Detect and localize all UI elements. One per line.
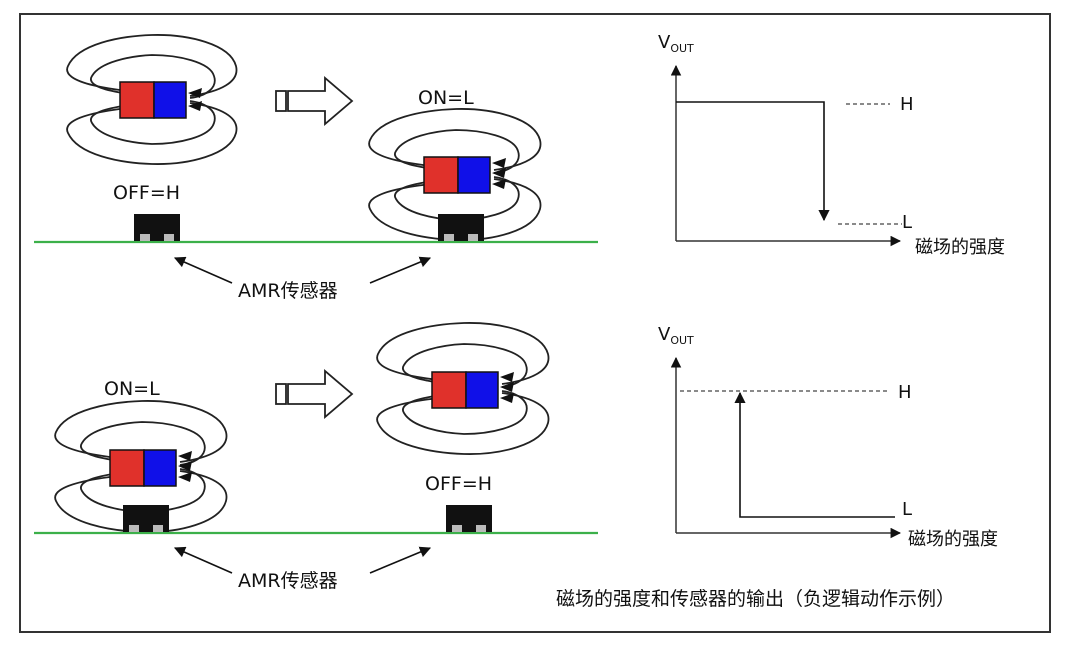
magnet-south-pole — [143, 449, 177, 487]
off-state-label: OFF=H — [425, 473, 492, 495]
amr-sensor-chip — [446, 505, 492, 532]
x-axis-label: 磁场的强度 — [915, 237, 1005, 258]
magnet-field-lines — [376, 322, 550, 455]
output-graph-bottom: VOUT H L 磁场的强度 — [658, 324, 998, 550]
magnet-north-pole — [109, 449, 145, 487]
low-level-label: L — [902, 499, 912, 520]
off-state-label: OFF=H — [113, 182, 180, 204]
output-trace — [676, 101, 830, 222]
high-level-label: H — [898, 382, 912, 403]
pointer-arrow — [369, 546, 432, 574]
y-axis-label-sub: OUT — [670, 334, 694, 347]
scene-bottom: ON=L OFF=H AMR传感器 — [34, 322, 598, 592]
low-level-label: L — [902, 212, 912, 233]
output-trace — [734, 391, 895, 518]
magnet-south-pole — [465, 371, 499, 409]
pointer-arrow — [369, 256, 432, 284]
magnet-north-pole — [423, 156, 459, 194]
amr-sensor-chip — [134, 214, 180, 241]
figure-caption: 磁场的强度和传感器的输出（负逻辑动作示例） — [556, 588, 955, 610]
field-arrow-icon — [178, 451, 192, 482]
on-state-label: ON=L — [104, 378, 160, 400]
pointer-arrow — [173, 256, 233, 284]
y-axis-label: VOUT — [658, 324, 694, 347]
scene-top: OFF=H ON=L AMR传感器 — [34, 34, 598, 302]
pointer-arrow — [173, 546, 233, 574]
magnet-south-pole — [153, 81, 187, 119]
magnet-south-pole — [457, 156, 491, 194]
output-graph-top: VOUT H L 磁场的强度 — [658, 32, 1005, 258]
y-axis-label: VOUT — [658, 32, 694, 55]
field-arrow-icon — [500, 372, 514, 403]
high-level-label: H — [900, 94, 914, 115]
y-axis-label-main: V — [658, 324, 671, 345]
sensor-label: AMR传感器 — [238, 570, 338, 592]
field-arrow-icon — [188, 88, 202, 111]
field-arrow-icon — [492, 158, 506, 189]
magnet-north-pole — [431, 371, 467, 409]
y-axis-label-sub: OUT — [670, 42, 694, 55]
y-axis-label-main: V — [658, 32, 671, 53]
amr-sensor-chip — [123, 505, 169, 532]
amr-sensor-chip — [438, 214, 484, 241]
movement-arrow-icon — [275, 76, 354, 126]
sensor-label: AMR传感器 — [238, 280, 338, 302]
magnet-north-pole — [119, 81, 155, 119]
x-axis-label: 磁场的强度 — [908, 529, 998, 550]
diagram-border — [19, 13, 1051, 633]
on-state-label: ON=L — [418, 87, 474, 109]
movement-arrow-icon — [275, 369, 354, 419]
magnet-field-lines — [66, 34, 238, 165]
